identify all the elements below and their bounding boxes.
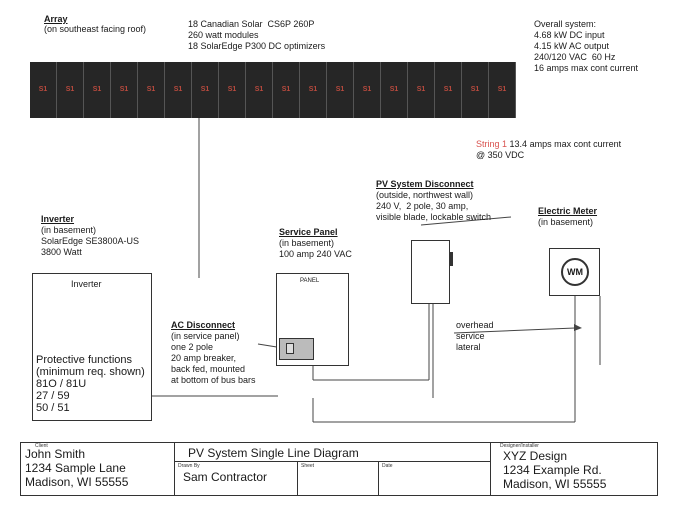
pv-disconnect-line-2: 240 V, 2 pole, 30 amp, — [376, 201, 469, 211]
client-address: 1234 Sample Lane — [25, 461, 126, 475]
pv-module: S1 — [219, 62, 246, 118]
title-block — [20, 442, 658, 496]
lateral-arrowhead — [574, 324, 582, 331]
lateral-line-2: service — [456, 331, 485, 341]
ac-disconnect-title: AC Disconnect — [171, 320, 236, 330]
string-label: String 1 — [476, 139, 508, 149]
pv-module: S1 — [327, 62, 354, 118]
disconnect-handle-icon — [449, 252, 453, 266]
drawn-by-label: Drawn By — [178, 463, 200, 469]
meter-title: Electric Meter — [538, 206, 598, 216]
pv-disconnect-title: PV System Disconnect — [376, 179, 474, 189]
breaker-switch-icon — [286, 343, 294, 354]
protective-50: 50 / 51 — [36, 402, 70, 414]
pv-module: S1 — [381, 62, 408, 118]
string-detail: 13.4 amps max cont current — [509, 139, 622, 149]
pv-module: S1 — [111, 62, 138, 118]
pv-disconnect-line-1: (outside, northwest wall) — [376, 190, 474, 200]
pv-module: S1 — [435, 62, 462, 118]
array-spec-1: 18 Canadian Solar CS6P 260P — [188, 19, 315, 29]
pv-module: S1 — [165, 62, 192, 118]
client-label: Client — [35, 443, 48, 449]
lateral-arrow — [453, 327, 576, 334]
inverter-box — [32, 273, 152, 421]
meter-symbol-icon: WM — [561, 258, 589, 286]
pv-disconnect-line-3: visible blade, lockable switch — [376, 212, 492, 222]
overall-current: 16 amps max cont current — [534, 63, 639, 73]
drawn-by: Sam Contractor — [183, 470, 268, 484]
service-panel-line-1: (in basement) — [279, 238, 335, 248]
diagram-title: PV System Single Line Diagram — [188, 446, 359, 460]
overall-dc: 4.68 kW DC input — [534, 30, 605, 40]
service-panel-line-2: 100 amp 240 VAC — [279, 249, 352, 259]
protective-81: 81O / 81U — [36, 378, 87, 390]
client-city: Madison, WI 55555 — [25, 475, 129, 489]
ac-disconnect-line-1: (in service panel) — [171, 331, 240, 341]
array-spec-3: 18 SolarEdge P300 DC optimizers — [188, 41, 326, 51]
ac-disconnect-line-5: at bottom of bus bars — [171, 375, 256, 385]
overall-title: Overall system: — [534, 19, 597, 29]
pv-module: S1 — [57, 62, 84, 118]
designer-label: Designer/Installer — [500, 443, 539, 449]
lateral-line-3: lateral — [456, 342, 481, 352]
inverter-line-3: 3800 Watt — [41, 247, 82, 257]
ac-disconnect-line-4: back fed, mounted — [171, 364, 246, 374]
meter-location: (in basement) — [538, 217, 594, 227]
date-label: Date — [382, 463, 393, 469]
inverter-box-label: Inverter — [71, 279, 102, 289]
client-name: John Smith — [25, 447, 86, 461]
array-location: (on southeast facing roof) — [44, 24, 147, 34]
pv-module: S1 — [192, 62, 219, 118]
protective-note: (minimum req. shown) — [36, 366, 145, 378]
inverter-line-1: (in basement) — [41, 225, 97, 235]
pv-module: S1 — [30, 62, 57, 118]
sheet-label: Sheet — [301, 463, 315, 469]
ac-disconnect-line-3: 20 amp breaker, — [171, 353, 237, 363]
designer-address: 1234 Example Rd. — [503, 463, 602, 477]
inverter-line-2: SolarEdge SE3800A-US — [41, 236, 140, 246]
protective-title: Protective functions — [36, 354, 132, 366]
ac-breaker-icon — [279, 338, 314, 360]
string-info: String 1 13.4 amps max cont current — [476, 139, 621, 149]
overall-ac: 4.15 kW AC output — [534, 41, 610, 51]
pv-module: S1 — [273, 62, 300, 118]
array-title: Array — [44, 14, 68, 24]
pv-module: S1 — [462, 62, 489, 118]
service-panel-title: Service Panel — [279, 227, 338, 237]
ac-disconnect-line-2: one 2 pole — [171, 342, 214, 352]
designer-city: Madison, WI 55555 — [503, 477, 607, 491]
lateral-line-1: overhead — [456, 320, 494, 330]
panel-box-label: PANEL — [300, 278, 320, 284]
array-spec-2: 260 watt modules — [188, 30, 259, 40]
pv-module: S1 — [138, 62, 165, 118]
disconnect-pointer — [420, 216, 512, 226]
pv-module: S1 — [489, 62, 516, 118]
pv-module: S1 — [300, 62, 327, 118]
designer-name: XYZ Design — [503, 449, 568, 463]
pv-module: S1 — [246, 62, 273, 118]
overall-voltage: 240/120 VAC 60 Hz — [534, 52, 616, 62]
pv-module: S1 — [84, 62, 111, 118]
inverter-title: Inverter — [41, 214, 75, 224]
protective-27: 27 / 59 — [36, 390, 70, 402]
string-voltage: @ 350 VDC — [476, 150, 525, 160]
pv-module: S1 — [354, 62, 381, 118]
pv-disconnect-box — [411, 240, 450, 304]
pv-module: S1 — [408, 62, 435, 118]
